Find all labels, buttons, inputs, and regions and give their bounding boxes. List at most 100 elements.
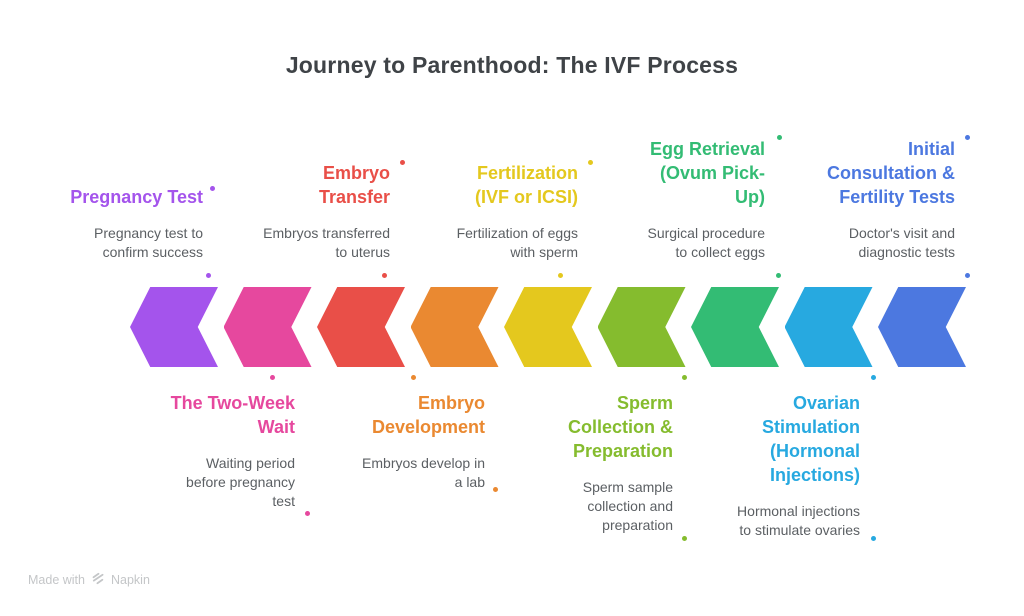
step-label-initial-consultation: Initial Consultation & Fertility Tests D…	[808, 137, 955, 262]
accent-dot	[776, 273, 781, 278]
step-desc-line: Fertilization of eggs	[456, 225, 578, 241]
step-description: Doctor's visit and diagnostic tests	[808, 224, 955, 262]
step-title: Embryo Transfer	[240, 161, 390, 209]
step-title-line: Development	[371, 417, 485, 437]
step-description: Embryos develop in a lab	[342, 454, 485, 492]
step-desc-line: to collect eggs	[675, 244, 766, 260]
step-description: Surgical procedure to collect eggs	[625, 224, 765, 262]
step-desc-line: Waiting period	[206, 455, 295, 471]
chevron-embryo-development	[410, 287, 499, 367]
chevron-ovarian-stimulation	[784, 287, 873, 367]
accent-dot	[871, 375, 876, 380]
step-title-line: Consultation &	[827, 163, 955, 183]
step-title: The Two-Week Wait	[148, 391, 295, 439]
step-title: Ovarian Stimulation (Hormonal Injections…	[710, 391, 860, 487]
step-desc-line: Sperm sample	[582, 479, 673, 495]
step-desc-line: to uterus	[335, 244, 390, 260]
step-title: Fertilization (IVF or ICSI)	[432, 161, 578, 209]
step-title-line: (Hormonal	[770, 441, 860, 461]
step-title-line: Embryo	[322, 163, 390, 183]
step-title-line: Transfer	[318, 187, 390, 207]
step-description: Waiting period before pregnancy test	[148, 454, 295, 511]
accent-dot	[305, 511, 310, 516]
step-desc-line: to stimulate ovaries	[739, 522, 860, 538]
step-description: Fertilization of eggs with sperm	[432, 224, 578, 262]
accent-dot	[558, 273, 563, 278]
chevron-sperm-collection	[597, 287, 686, 367]
step-title-line: (Ovum Pick-	[659, 163, 765, 183]
step-label-ovarian-stimulation: Ovarian Stimulation (Hormonal Injections…	[710, 391, 860, 540]
accent-dot	[210, 186, 215, 191]
step-label-two-week-wait: The Two-Week Wait Waiting period before …	[148, 391, 295, 511]
chevron-egg-retrieval	[691, 287, 779, 367]
step-title-line: Collection &	[567, 417, 673, 437]
chevron-two-week-wait	[223, 287, 312, 367]
step-desc-line: test	[272, 493, 295, 509]
step-desc-line: Hormonal injections	[737, 503, 860, 519]
step-description: Embryos transferred to uterus	[240, 224, 390, 262]
step-description: Hormonal injections to stimulate ovaries	[710, 502, 860, 540]
step-title-line: Sperm	[616, 393, 673, 413]
step-title-line: The Two-Week	[170, 393, 295, 413]
step-title-line: Ovarian	[792, 393, 860, 413]
accent-dot	[871, 536, 876, 541]
step-title-line: Embryo	[417, 393, 485, 413]
step-title-line: Fertility Tests	[839, 187, 955, 207]
accent-dot	[493, 487, 498, 492]
accent-dot	[411, 375, 416, 380]
accent-dot	[206, 273, 211, 278]
chevron-band	[130, 287, 966, 367]
step-title-line: Preparation	[572, 441, 673, 461]
step-title-line: Stimulation	[762, 417, 860, 437]
step-label-pregnancy-test: Pregnancy Test Pregnancy test to confirm…	[40, 185, 203, 262]
step-desc-line: Embryos transferred	[263, 225, 390, 241]
chevron-fertilization	[504, 287, 592, 367]
accent-dot	[965, 273, 970, 278]
step-desc-line: Surgical procedure	[647, 225, 765, 241]
step-desc-line: Pregnancy test to	[94, 225, 203, 241]
accent-dot	[588, 160, 593, 165]
step-desc-line: diagnostic tests	[858, 244, 956, 260]
step-title-line: Up)	[735, 187, 765, 207]
step-desc-line: Embryos develop in	[362, 455, 485, 471]
step-title: Egg Retrieval (Ovum Pick- Up)	[625, 137, 765, 209]
step-description: Pregnancy test to confirm success	[40, 224, 203, 262]
accent-dot	[400, 160, 405, 165]
chevron-initial-consultation	[878, 287, 966, 367]
napkin-watermark[interactable]: Made with Napkin	[28, 572, 150, 588]
accent-dot	[682, 536, 687, 541]
watermark-brand: Napkin	[110, 573, 150, 587]
accent-dot	[965, 135, 970, 140]
step-label-embryo-transfer: Embryo Transfer Embryos transferred to u…	[240, 161, 390, 262]
step-title: Pregnancy Test	[40, 185, 203, 209]
step-title-line: Egg Retrieval	[649, 139, 765, 159]
step-desc-line: Doctor's visit and	[848, 225, 955, 241]
watermark-made-with: Made with	[28, 573, 85, 587]
step-title-line: Fertilization	[476, 163, 578, 183]
accent-dot	[777, 135, 782, 140]
step-desc-line: confirm success	[102, 244, 203, 260]
accent-dot	[382, 273, 387, 278]
step-title: Initial Consultation & Fertility Tests	[808, 137, 955, 209]
chevron-pregnancy-test	[130, 287, 218, 367]
chevron-embryo-transfer	[317, 287, 405, 367]
napkin-logo-icon	[91, 572, 105, 588]
step-title-line: Wait	[257, 417, 295, 437]
step-title-line: Pregnancy Test	[70, 187, 203, 207]
accent-dot	[682, 375, 687, 380]
step-description: Sperm sample collection and preparation	[540, 478, 673, 535]
step-desc-line: a lab	[454, 474, 485, 490]
step-desc-line: with sperm	[510, 244, 578, 260]
step-desc-line: collection and	[587, 498, 673, 514]
step-title-line: Initial	[907, 139, 955, 159]
step-label-embryo-development: Embryo Development Embryos develop in a …	[342, 391, 485, 492]
step-desc-line: before pregnancy	[186, 474, 295, 490]
step-label-fertilization: Fertilization (IVF or ICSI) Fertilizatio…	[432, 161, 578, 262]
step-label-egg-retrieval: Egg Retrieval (Ovum Pick- Up) Surgical p…	[625, 137, 765, 262]
step-title-line: (IVF or ICSI)	[475, 187, 578, 207]
step-title: Embryo Development	[342, 391, 485, 439]
step-title-line: Injections)	[769, 465, 860, 485]
step-desc-line: preparation	[602, 517, 673, 533]
step-label-sperm-collection: Sperm Collection & Preparation Sperm sam…	[540, 391, 673, 535]
